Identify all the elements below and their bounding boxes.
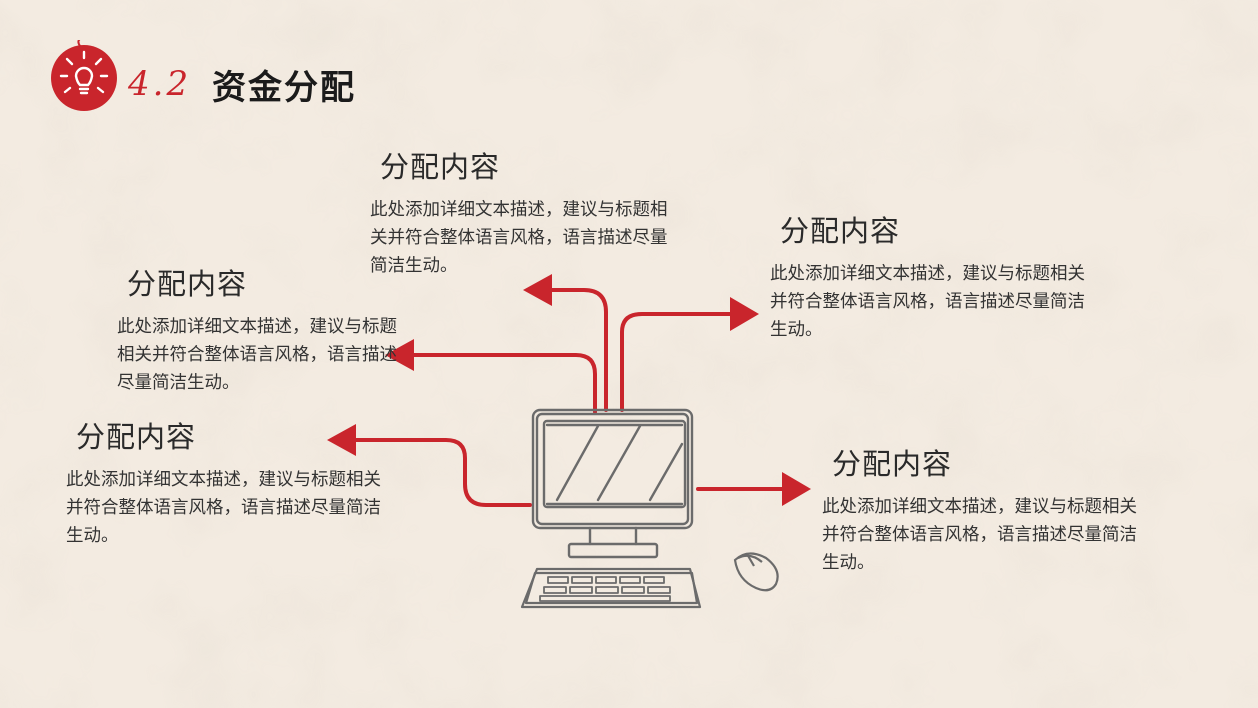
arrow-line-top-right xyxy=(620,312,737,412)
arrow-line-top-left xyxy=(546,288,608,412)
section-number: 4.2 xyxy=(128,64,192,104)
arrow-line-bottom-left xyxy=(350,438,532,507)
block-description: 此处添加详细文本描述，建议与标题相关并符合整体语言风格，语言描述尽量简洁生动。 xyxy=(66,470,381,546)
block-title: 分配内容 xyxy=(780,214,901,248)
lightbulb-icon xyxy=(51,40,117,111)
arrowhead-top-right xyxy=(730,297,759,331)
block-description: 此处添加详细文本描述，建议与标题相关并符合整体语言风格，语言描述尽量简洁生动。 xyxy=(370,200,668,276)
block-description: 此处添加详细文本描述，建议与标题相关并符合整体语言风格，语言描述尽量简洁生动。 xyxy=(822,497,1137,573)
arrow-line-mid-left xyxy=(408,353,597,414)
block-title: 分配内容 xyxy=(380,150,501,184)
block-title: 分配内容 xyxy=(832,447,953,481)
content-block-left-mid: 分配内容 此处添加详细文本描述，建议与标题相关并符合整体语言风格，语言描述尽量简… xyxy=(117,261,397,397)
computer-icon xyxy=(531,408,694,559)
content-block-top: 分配内容 此处添加详细文本描述，建议与标题相关并符合整体语言风格，语言描述尽量简… xyxy=(370,144,670,280)
block-description: 此处添加详细文本描述，建议与标题相关并符合整体语言风格，语言描述尽量简洁生动。 xyxy=(770,264,1085,340)
arrowhead-bottom-right xyxy=(782,472,811,506)
block-title: 分配内容 xyxy=(76,420,197,454)
block-title: 分配内容 xyxy=(127,267,248,301)
keyboard-icon xyxy=(520,567,702,609)
block-description: 此处添加详细文本描述，建议与标题相关并符合整体语言风格，语言描述尽量简洁生动。 xyxy=(117,317,397,393)
arrowhead-bottom-left xyxy=(327,424,356,456)
arrowhead-top-left xyxy=(523,274,552,306)
arrowhead-mid-left xyxy=(385,339,414,371)
page-title: 资金分配 xyxy=(212,68,356,108)
mouse-icon xyxy=(733,552,779,592)
content-block-left-bottom: 分配内容 此处添加详细文本描述，建议与标题相关并符合整体语言风格，语言描述尽量简… xyxy=(66,414,386,550)
content-block-right-top: 分配内容 此处添加详细文本描述，建议与标题相关并符合整体语言风格，语言描述尽量简… xyxy=(770,208,1090,344)
content-block-right-bottom: 分配内容 此处添加详细文本描述，建议与标题相关并符合整体语言风格，语言描述尽量简… xyxy=(822,441,1142,577)
